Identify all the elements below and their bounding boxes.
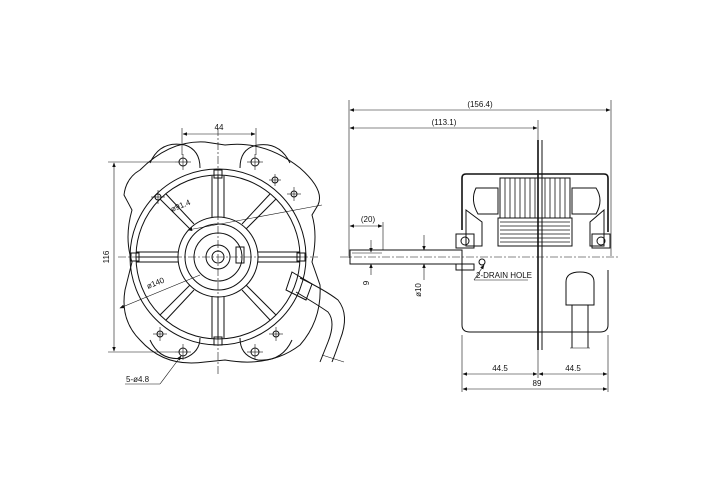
dim-10-label: ø10 [414,283,423,297]
side-bearing-right [591,233,611,249]
side-winding-upper [499,177,571,219]
holes-note-label: 5-ø4.8 [126,375,150,384]
side-winding-core [497,217,573,247]
front-hub-key [235,246,245,264]
front-cable-lower [295,291,333,363]
dim-44-5-left-label: 44.5 [492,364,508,373]
front-lobe-br [239,337,293,361]
side-housing-lower [461,260,609,333]
dim-9-label: 9 [362,280,371,285]
dim-91-leader [187,204,323,231]
front-cable-end [321,354,345,363]
side-view: (156.4) (113.1) (20) 9 ø10 [340,100,620,392]
front-lobe-tr [239,144,291,169]
front-lobe-bl [149,337,201,360]
side-body-outline [461,173,609,232]
front-mounting-holes [151,154,301,360]
front-lobe-tl [149,143,201,169]
front-cable-upper [299,277,345,363]
dim-44-5-right-label: 44.5 [565,364,581,373]
dim-44-label: 44 [215,123,224,132]
dim-140-leader [119,274,201,309]
side-drain-hole [478,258,486,266]
holes-note-leader [159,355,182,385]
dim-116-label: 116 [102,250,111,263]
drain-note-label: 2-DRAIN HOLE [476,271,532,280]
side-bearing-left [455,233,475,271]
dim-140-label: ø140 [145,275,166,290]
side-coil-right [571,187,601,215]
side-coil-left [472,187,499,215]
dim-91-label: ø91.4 [169,198,192,214]
dim-156-label: (156.4) [467,100,493,109]
dim-113-label: (113.1) [432,118,457,127]
drain-leader [473,264,485,281]
front-view: 44 116 ø91.4 ø140 5-ø4.8 [102,123,345,385]
side-cable-gland [565,271,595,306]
dim-20-label: (20) [361,215,376,224]
front-cable-gland [285,271,313,301]
dim-89-label: 89 [533,379,542,388]
